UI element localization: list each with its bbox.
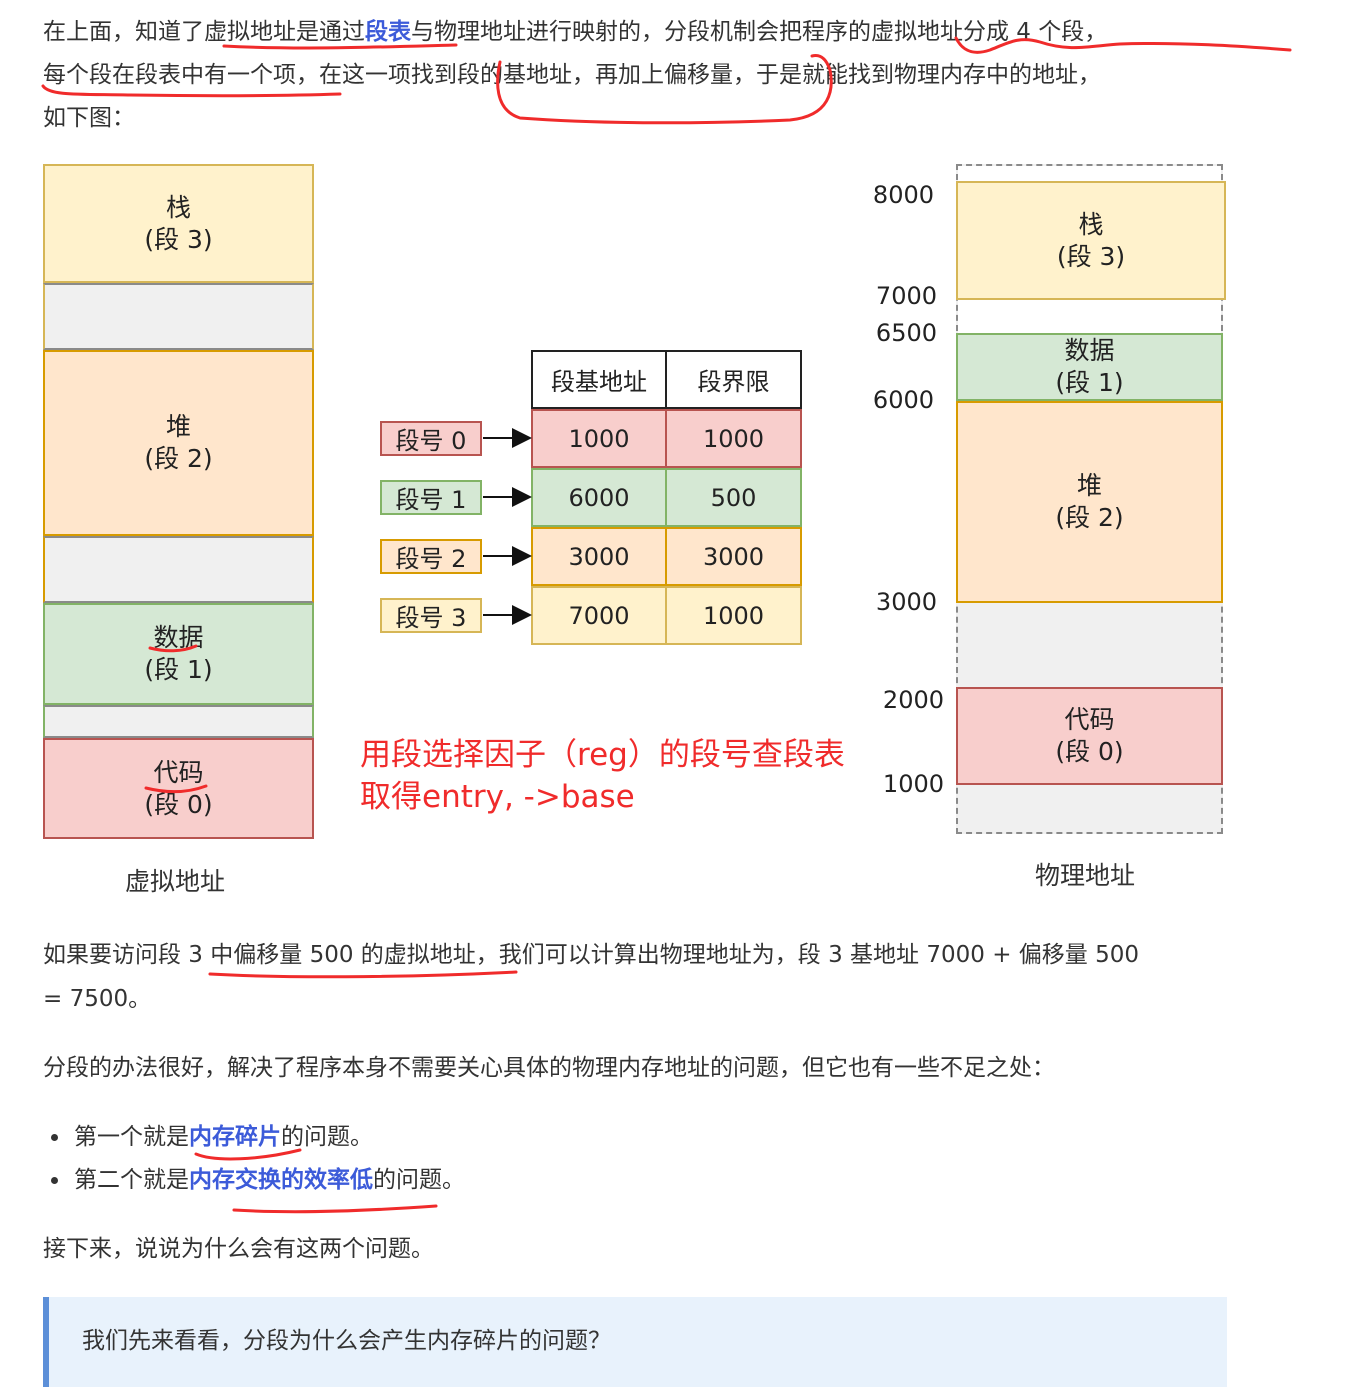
address-tick-6000: 6000 — [872, 386, 934, 414]
segment-number-label-3: 段号 3 — [380, 598, 482, 633]
segment-name: 栈 — [165, 192, 191, 222]
address-tick-8000: 8000 — [872, 181, 934, 209]
virtual-address-caption: 虚拟地址 — [125, 867, 226, 896]
intro-line-1: 在上面，知道了虚拟地址是通过段表与物理地址进行映射的，分段机制会把程序的虚拟地址… — [43, 10, 1107, 54]
blockquote: 我们先来看看，分段为什么会产生内存碎片的问题？ — [43, 1297, 1227, 1387]
segment-name: 堆 — [165, 412, 191, 441]
address-tick-2000: 2000 — [882, 686, 944, 714]
intro-text: 与物理地址进行映射的，分段机制会把程序的虚拟地址分成 4 个段， — [411, 19, 1108, 45]
segment-number: (段 3) — [1056, 241, 1126, 271]
table-row-2-base: 3000 — [531, 527, 667, 586]
virtual-stack-segment: 栈 (段 3) — [43, 164, 314, 283]
handwritten-annotation-line-1: 用段选择因子（reg）的段号查段表 — [360, 737, 845, 773]
table-row-0-base: 1000 — [531, 409, 667, 468]
blockquote-text: 我们先来看看，分段为什么会产生内存碎片的问题？ — [82, 1328, 611, 1354]
address-tick-1000: 1000 — [882, 770, 944, 798]
physical-stack-segment: 栈 (段 3) — [956, 181, 1226, 300]
virtual-heap-segment: 堆 (段 2) — [43, 350, 314, 536]
bullet-text: 的问题。 — [281, 1124, 373, 1150]
virtual-code-segment: 代码 (段 0) — [43, 738, 314, 839]
address-tick-7000: 7000 — [875, 282, 937, 310]
body-paragraph-2: 分段的办法很好，解决了程序本身不需要关心具体的物理内存地址的问题，但它也有一些不… — [43, 1055, 1055, 1081]
arrow-icons — [483, 428, 532, 625]
physical-code-segment: 代码 (段 0) — [956, 687, 1223, 785]
physical-address-caption: 物理地址 — [1035, 861, 1136, 890]
bullet-item-2: 第二个就是内存交换的效率低的问题。 — [74, 1158, 465, 1202]
segment-number-label-1: 段号 1 — [380, 480, 482, 515]
address-tick-6500: 6500 — [875, 319, 937, 347]
table-row-1-base: 6000 — [531, 468, 667, 527]
bullet-text: 第二个就是 — [74, 1167, 189, 1193]
intro-text: 虚拟地址是通过 — [204, 19, 365, 45]
virtual-gap — [43, 705, 314, 738]
segment-name: 数据 — [153, 623, 204, 652]
virtual-gap — [43, 536, 314, 603]
physical-heap-segment: 堆 (段 2) — [956, 401, 1223, 603]
intro-text: 在上面，知道了 — [43, 19, 204, 45]
segment-name: 堆 — [1076, 471, 1102, 500]
segment-number: (段 2) — [144, 444, 213, 473]
intro-line-2: 每个段在段表中有一个项，在这一项找到段的基地址，再加上偏移量，于是就能找到物理内… — [43, 62, 1101, 88]
memory-fragmentation-link[interactable]: 内存碎片 — [189, 1124, 281, 1150]
segment-name: 代码 — [153, 757, 204, 787]
segment-number: (段 0) — [1055, 737, 1124, 766]
table-row-2-limit: 3000 — [665, 527, 802, 586]
virtual-gap — [43, 283, 314, 350]
table-header-limit: 段界限 — [665, 350, 802, 409]
physical-data-segment: 数据 (段 1) — [956, 333, 1223, 401]
physical-top-gap — [958, 166, 1221, 181]
table-row-1-limit: 500 — [665, 468, 802, 527]
address-tick-3000: 3000 — [875, 588, 937, 616]
segment-number: (段 1) — [144, 655, 213, 684]
segment-name: 代码 — [1064, 705, 1115, 734]
bullet-icon — [51, 1134, 58, 1141]
bullet-item-1: 第一个就是内存碎片的问题。 — [74, 1115, 373, 1159]
bullet-text: 的问题。 — [373, 1167, 465, 1193]
segment-name: 栈 — [1078, 209, 1104, 239]
bullet-text: 第一个就是 — [74, 1124, 189, 1150]
segment-number-label-0: 段号 0 — [380, 421, 482, 456]
table-row-0-limit: 1000 — [665, 409, 802, 468]
handwritten-annotation-line-2: 取得entry, ->base — [360, 779, 635, 815]
underline-mark — [232, 1204, 438, 1214]
segment-number: (段 0) — [144, 789, 213, 819]
body-paragraph-1-line-2: = 7500。 — [43, 986, 152, 1012]
segment-number: (段 1) — [1055, 368, 1124, 397]
intro-line-3: 如下图： — [43, 105, 135, 131]
body-paragraph-3: 接下来，说说为什么会有这两个问题。 — [43, 1236, 434, 1262]
table-row-3-limit: 1000 — [665, 586, 802, 645]
segment-number: (段 3) — [144, 224, 213, 254]
bullet-icon — [51, 1177, 58, 1184]
segment-number-label-2: 段号 2 — [380, 539, 482, 574]
table-row-3-base: 7000 — [531, 586, 667, 645]
segment-table-link[interactable]: 段表 — [365, 19, 411, 45]
segment-name: 数据 — [1064, 336, 1115, 365]
physical-gap — [958, 300, 1221, 333]
table-header-base: 段基地址 — [531, 350, 667, 409]
body-paragraph-1-line-1: 如果要访问段 3 中偏移量 500 的虚拟地址，我们可以计算出物理地址为，段 3… — [43, 942, 1139, 968]
segment-number: (段 2) — [1055, 503, 1124, 532]
swap-efficiency-link[interactable]: 内存交换的效率低 — [189, 1167, 373, 1193]
virtual-data-segment: 数据 (段 1) — [43, 603, 314, 705]
